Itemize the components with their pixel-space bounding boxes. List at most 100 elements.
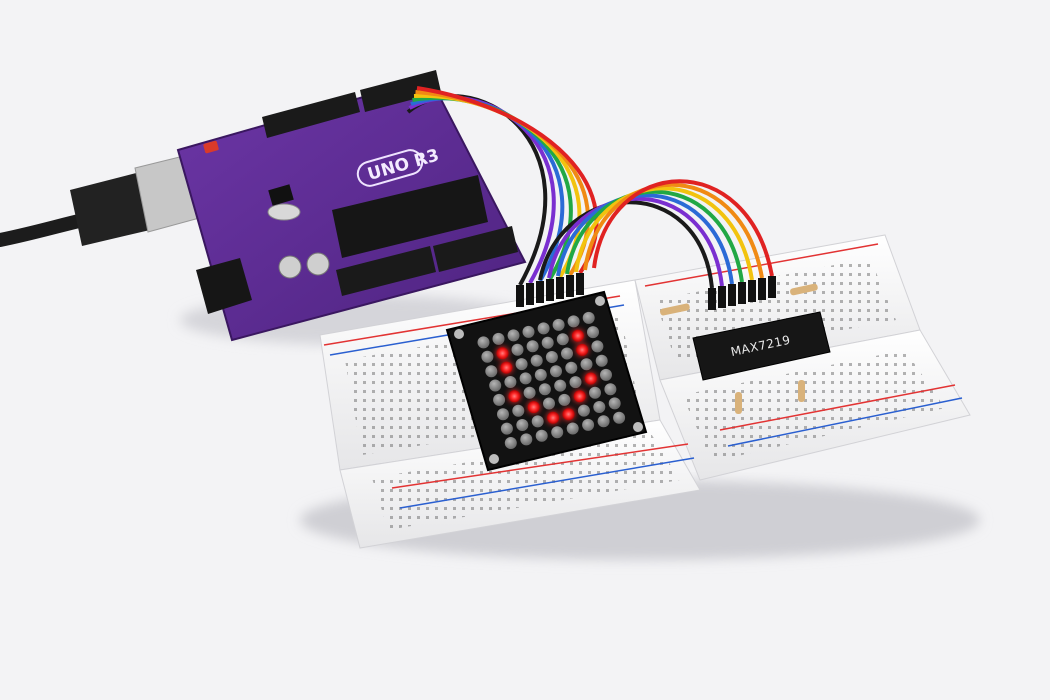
led-pixel-off [608,397,621,410]
led-pixel-off [497,408,509,421]
arduino-board: UNO R3 [176,70,527,342]
led-pixel-off [504,437,517,449]
header-pins-top-left [262,92,360,138]
mount-hole [595,296,605,306]
led-pixel-off [613,411,626,424]
led-pixel-off [535,429,548,442]
led-pixel-on [496,347,509,360]
led-pixel-off [531,415,544,428]
led-pixel-on [584,372,597,385]
led-pixel-off [567,315,580,328]
jumper-wire [574,186,754,281]
led-pixel-off [541,336,554,349]
wire-bundle-board-to-breadboard [406,86,599,307]
led-pixel-off [552,318,565,331]
led-pixel-off [504,376,517,388]
led-pixel-off [512,404,525,417]
mount-hole [633,422,643,432]
capacitor-2 [306,252,330,276]
led-pixel-off [600,368,612,381]
mount-hole [489,454,499,464]
jumper-wire [565,189,744,283]
led-pixel-off [530,354,543,367]
led-pixel-off [569,376,582,389]
led-pixel-off [492,332,505,345]
jumper-wire [547,196,724,287]
header-pins-top-right [360,70,441,112]
led-pixel-off [566,422,579,435]
max7219-chip: MAX7219 [692,311,831,381]
led-pixel-off [526,340,539,353]
led-pixel-on [571,329,584,342]
led-grid [477,311,626,449]
led-pixel-on [562,408,575,421]
led-pixel-off [519,372,532,385]
jumper-wire [592,179,774,277]
mount-hole [454,329,464,339]
led-pixel-off [551,426,564,439]
led-pixel-off [511,343,524,356]
led-pixel-off [577,404,590,417]
led-pixel-off [515,358,528,371]
led-pixel-off [489,379,502,392]
wire-connector [718,286,726,308]
capacitor-1 [278,255,302,279]
wire-connector [768,276,776,298]
led-pixel-off [597,415,610,428]
led-pixel-off [485,365,498,378]
crystal [267,203,301,221]
led-pixel-off [558,393,571,406]
led-pixel-off [520,433,533,446]
led-pixel-on [547,411,560,424]
led-pixel-on [500,361,513,374]
microcontroller-chip [332,175,488,258]
led-pixel-off [493,393,506,406]
led-pixel-off [534,368,547,381]
led-pixel-off [481,350,494,363]
jumper-wire [583,182,764,279]
header-pins-bottom-right [433,226,518,272]
led-pixel-off [523,386,536,399]
led-pixel-off [507,329,520,342]
led-pixel-off [565,361,578,374]
wire-connector [516,285,524,307]
led-pixel-off [500,422,513,435]
led-matrix-module [445,290,648,472]
resistor-2 [790,283,818,296]
led-pixel-on [573,390,586,403]
led-pixel-off [545,351,558,363]
small-chip [268,184,294,206]
wire-connector [526,283,534,305]
led-pixel-off [593,401,606,413]
wire-connector [546,279,554,301]
led-pixel-on [508,390,521,403]
led-pixel-off [561,347,573,360]
wire-connector [708,288,716,310]
led-pixel-off [582,311,595,324]
power-jack [196,258,252,314]
resistor-1 [660,303,690,316]
led-pixel-off [587,326,599,339]
wire-connector [536,281,544,303]
led-pixel-off [538,383,551,396]
wire-connector [556,277,564,299]
resistor-4 [798,380,805,402]
led-pixel-off [543,397,555,410]
wire-connector [738,282,746,304]
resistor-3 [735,392,742,414]
led-pixel-on [576,343,589,356]
wire-connector [728,284,736,306]
wire-connector [758,278,766,300]
led-pixel-off [554,379,567,392]
led-pixel-off [591,340,604,353]
wire-connector [576,273,584,295]
led-pixel-off [537,322,550,335]
led-pixel-off [604,383,617,396]
header-pins-bottom-left [336,246,436,296]
led-pixel-off [522,325,535,338]
wire-bundle-matrix-to-driver [538,179,776,310]
led-pixel-off [595,354,608,367]
led-pixel-off [582,418,595,431]
led-pixel-on [527,401,540,414]
